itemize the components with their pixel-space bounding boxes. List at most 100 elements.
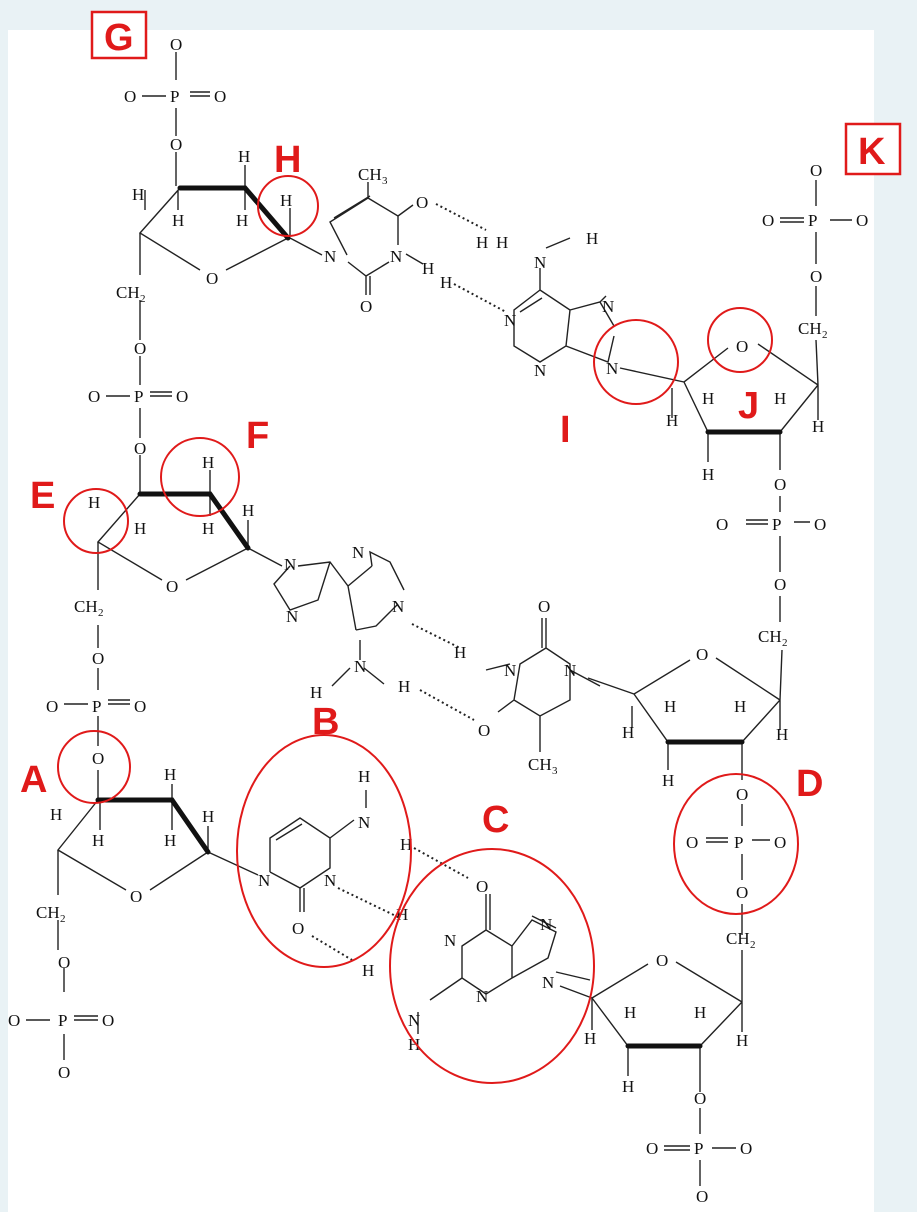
atom-n: N xyxy=(476,987,488,1006)
marker-ellipse-b xyxy=(236,734,412,968)
atom-o: O xyxy=(58,953,70,972)
atom-o: O xyxy=(124,87,136,106)
bonds-bottom-phosphate-right xyxy=(664,1108,736,1186)
atom-h: H xyxy=(50,805,62,824)
atom-n: N xyxy=(606,359,618,378)
label-i: I xyxy=(560,409,571,451)
hydrogen-bonds xyxy=(311,203,507,961)
h-bond-5 xyxy=(413,847,469,879)
bonds-sugar-2 xyxy=(96,455,283,690)
atom-o: O xyxy=(774,475,786,494)
bonds-right-phosphate-mid xyxy=(746,496,810,622)
atom-h: H xyxy=(736,1031,748,1050)
atom-h: H xyxy=(702,389,714,408)
atom-h: H xyxy=(134,519,146,538)
atom-h: H xyxy=(400,835,412,854)
atom-o: O xyxy=(762,211,774,230)
atom-o: O xyxy=(360,297,372,316)
atom-o: O xyxy=(736,883,748,902)
atom-n: N xyxy=(542,973,554,992)
bonds-sugar-3 xyxy=(56,770,259,992)
bonds-thymine-mid xyxy=(485,618,601,752)
atom-n: N xyxy=(324,871,336,890)
atom-o: O xyxy=(130,887,142,906)
bonds-thymine-top xyxy=(329,182,424,295)
label-b: B xyxy=(312,701,339,743)
marker-circle-i xyxy=(593,319,679,405)
atom-o: O xyxy=(476,877,488,896)
atom-h: H xyxy=(164,831,176,850)
atom-n: N xyxy=(258,871,270,890)
atom-o: O xyxy=(774,833,786,852)
h-bond-6 xyxy=(337,887,401,919)
h-bond-4 xyxy=(419,689,475,721)
bonds-adenine-mid xyxy=(273,550,405,687)
atom-o: O xyxy=(810,161,822,180)
atom-h: H xyxy=(238,147,250,166)
atom-o: O xyxy=(92,749,104,768)
atom-p: P xyxy=(808,211,817,230)
atom-o: O xyxy=(88,387,100,406)
atom-p: P xyxy=(170,87,179,106)
atom-p: P xyxy=(694,1139,703,1158)
atom-o: O xyxy=(736,337,748,356)
bonds-sugar-1 xyxy=(138,165,323,385)
atom-h: H xyxy=(774,389,786,408)
marker-circle-h xyxy=(257,175,319,237)
bonds-phosphate-3 xyxy=(64,699,130,746)
label-box-k xyxy=(844,122,902,176)
atom-h: H xyxy=(476,233,488,252)
marker-ellipse-d xyxy=(673,773,799,915)
atom-h: H xyxy=(398,677,410,696)
atom-o: O xyxy=(166,577,178,596)
atom-o: O xyxy=(478,721,490,740)
label-j: J xyxy=(738,385,759,427)
atom-h: H xyxy=(202,453,214,472)
atom-o: O xyxy=(696,645,708,664)
atom-h: H xyxy=(776,725,788,744)
atom-ch2: CH xyxy=(798,319,822,338)
atom-n: N xyxy=(444,931,456,950)
atom-n: N xyxy=(286,607,298,626)
subscript-2: 2 xyxy=(822,329,828,341)
atom-h: H xyxy=(422,259,434,278)
atom-o: O xyxy=(814,515,826,534)
atom-ch2: CH xyxy=(726,929,750,948)
atom-o: O xyxy=(856,211,868,230)
atom-h: H xyxy=(622,1077,634,1096)
atom-o: O xyxy=(134,339,146,358)
atom-p: P xyxy=(92,697,101,716)
label-h: H xyxy=(274,139,301,181)
atom-ch2: CH xyxy=(116,283,140,302)
atom-o: O xyxy=(58,1063,70,1082)
atom-h: H xyxy=(408,1035,420,1054)
atom-o: O xyxy=(656,951,668,970)
atom-o: O xyxy=(774,575,786,594)
subscript-2: 2 xyxy=(750,939,756,951)
atom-h: H xyxy=(624,1003,636,1022)
atom-o: O xyxy=(102,1011,114,1030)
bonds-phosphate-d xyxy=(706,804,770,935)
atom-n: N xyxy=(564,661,576,680)
atom-o: O xyxy=(46,697,58,716)
atom-h: H xyxy=(164,765,176,784)
atom-ch2: CH xyxy=(74,597,98,616)
atom-o: O xyxy=(686,833,698,852)
atom-h: H xyxy=(440,273,452,292)
atom-h: H xyxy=(666,411,678,430)
highlight-markers xyxy=(57,175,799,1084)
atom-n: N xyxy=(358,813,370,832)
atom-h: H xyxy=(202,807,214,826)
marker-circle-j xyxy=(707,307,773,373)
atom-h: H xyxy=(734,697,746,716)
subscript-2: 2 xyxy=(782,637,788,649)
atom-o: O xyxy=(170,35,182,54)
marker-circle-a xyxy=(57,730,131,804)
bonds-right-top-phosphate xyxy=(780,180,852,316)
label-g: G xyxy=(104,17,134,59)
atom-labels: O O P O O H H H H H O CH 2 O N N H O O C… xyxy=(8,35,868,1206)
bold-edge-sugar-1 xyxy=(177,185,291,241)
letter-labels: G K H I J F E A B C D xyxy=(20,10,902,841)
bonds-top-phosphate xyxy=(142,52,210,186)
